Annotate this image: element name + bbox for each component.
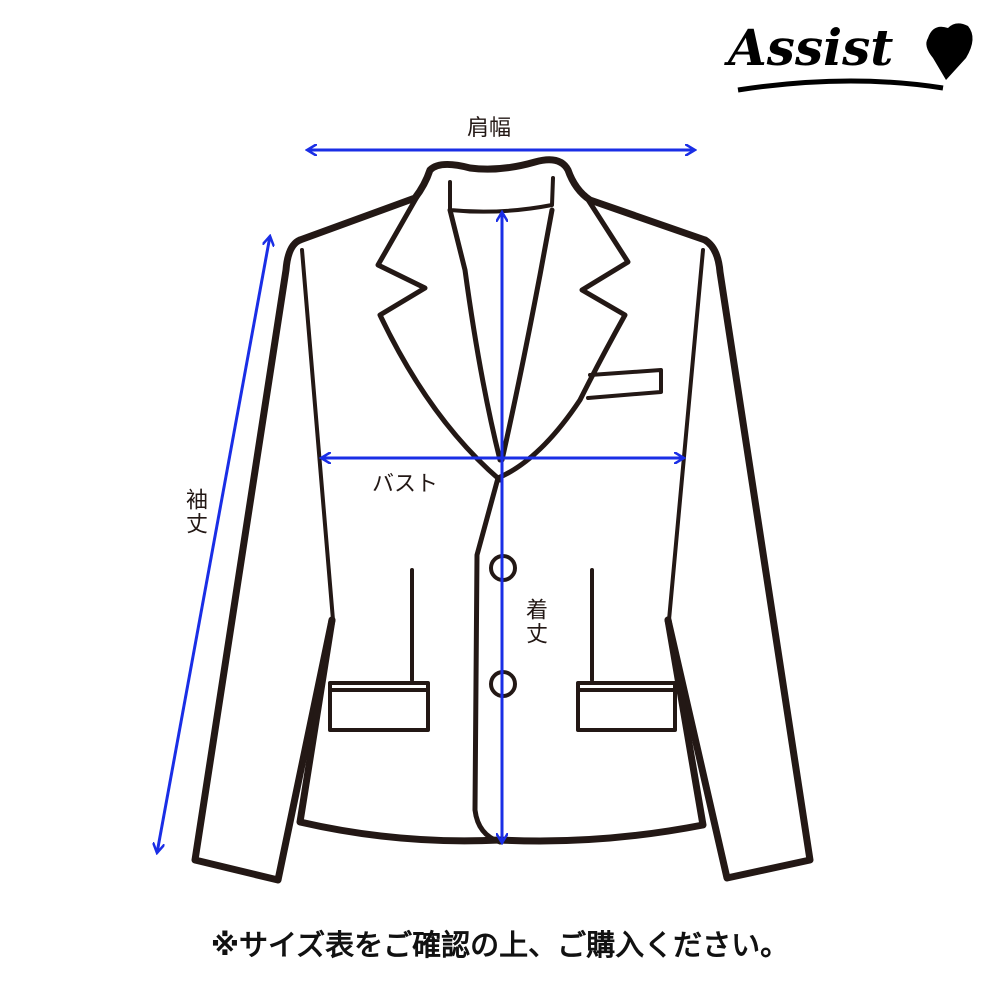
sleeve-length-label: 袖丈 [182,488,207,536]
assist-logo: Assist [728,18,978,98]
sleeve-arrow [157,236,270,853]
size-notice: ※サイズ表をご確認の上、ご購入ください。 [210,928,790,962]
shoulder-width-label: 肩幅 [467,116,512,141]
measurement-arrows [157,150,695,853]
total-length-label: 着丈 [522,598,547,646]
logo-text: Assist [728,18,894,77]
jacket-outline [191,156,814,884]
heart-face-icon [737,23,973,93]
bust-label: バスト [372,472,439,497]
